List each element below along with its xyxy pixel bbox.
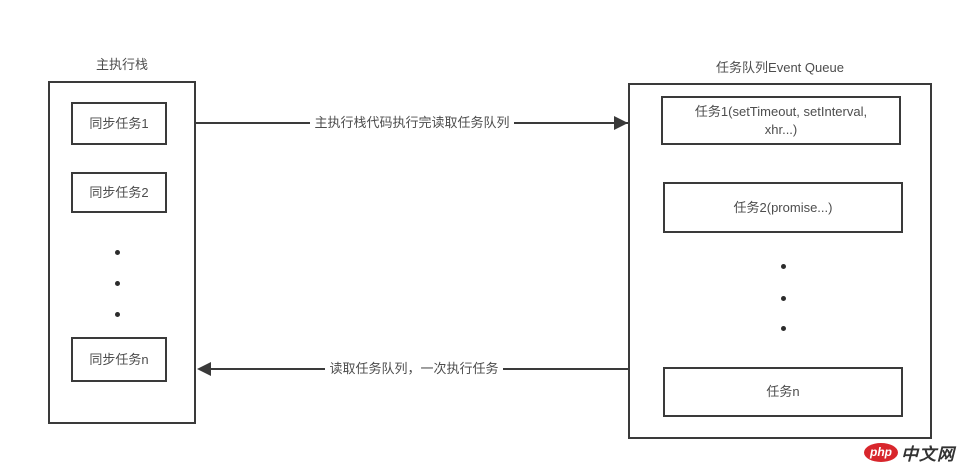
sync-task-n-box: 同步任务n	[71, 337, 167, 382]
arrow-label-to-queue-text: 主执行栈代码执行完读取任务队列	[310, 115, 514, 130]
task-2-box: 任务2(promise...)	[663, 182, 903, 233]
arrowhead-left-icon	[197, 362, 211, 376]
ellipsis-dot	[115, 312, 120, 317]
main-stack-title: 主执行栈	[95, 57, 148, 72]
arrow-label-to-stack: 读取任务队列，一次执行任务	[200, 361, 628, 376]
sync-task-2-box: 同步任务2	[71, 172, 167, 213]
ellipsis-dot	[781, 296, 786, 301]
arrow-label-to-queue: 主执行栈代码执行完读取任务队列	[196, 115, 628, 130]
arrow-label-to-stack-text: 读取任务队列，一次执行任务	[325, 361, 503, 376]
php-cn-watermark: php 中文网	[864, 440, 955, 465]
arrowhead-right-icon	[614, 116, 628, 130]
task-1-box: 任务1(setTimeout, setInterval, xhr...)	[661, 96, 901, 145]
main-stack-panel: 同步任务1 同步任务2 同步任务n	[48, 81, 196, 424]
sync-task-1-box: 同步任务1	[71, 102, 167, 145]
task-n-box: 任务n	[663, 367, 903, 417]
event-queue-title: 任务队列Event Queue	[716, 60, 844, 75]
watermark-site-name: 中文网	[901, 445, 955, 464]
ellipsis-dot	[115, 281, 120, 286]
event-queue-panel: 任务1(setTimeout, setInterval, xhr...) 任务2…	[628, 83, 932, 439]
ellipsis-dot	[115, 250, 120, 255]
ellipsis-dot	[781, 326, 786, 331]
ellipsis-dot	[781, 264, 786, 269]
php-logo-icon: php	[864, 443, 898, 462]
